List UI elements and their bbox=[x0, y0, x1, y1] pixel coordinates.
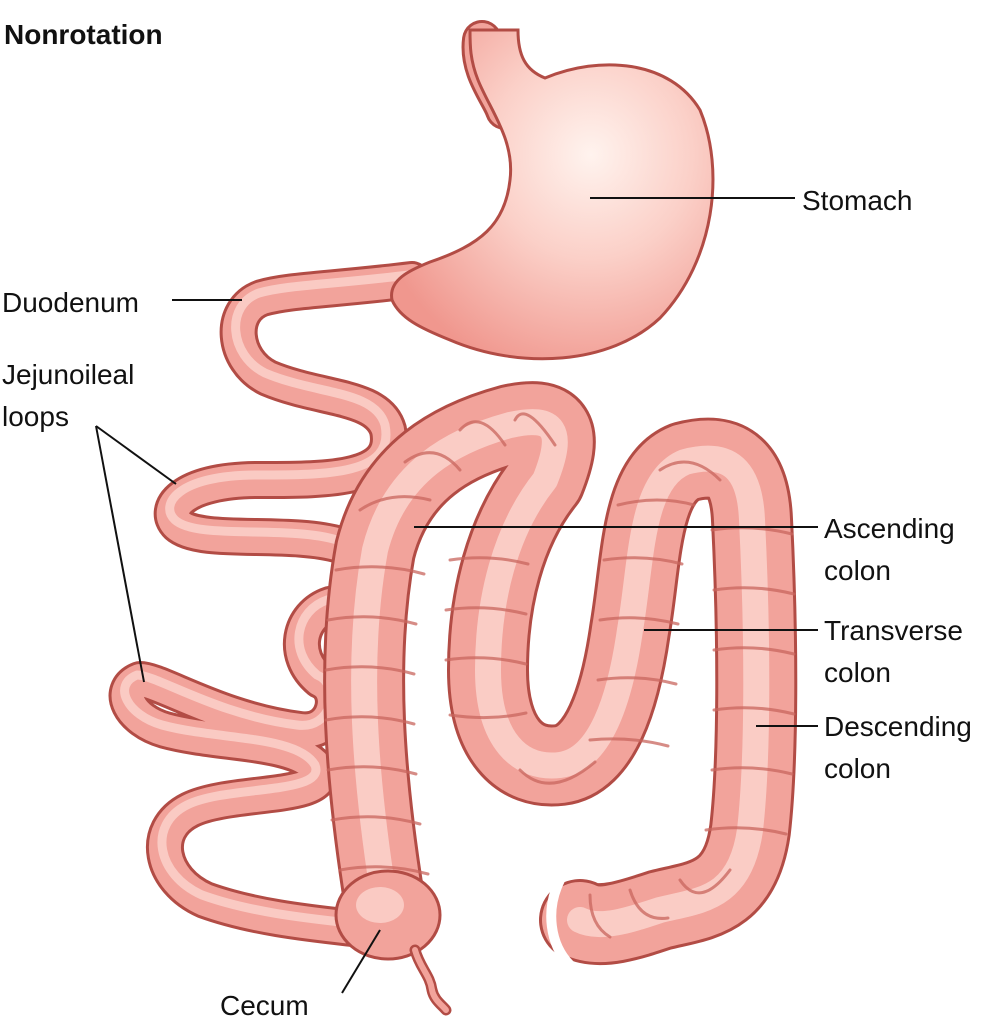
label-duodenum: Duodenum bbox=[2, 287, 139, 318]
label-transverse-line2: colon bbox=[824, 657, 891, 688]
jejunoileal-leader-lower bbox=[95, 425, 145, 683]
labels: Stomach Duodenum Jejunoileal loops Ascen… bbox=[2, 185, 972, 1021]
label-jejunoileal-line2: loops bbox=[2, 401, 69, 432]
stomach bbox=[390, 20, 715, 361]
label-cecum: Cecum bbox=[220, 990, 309, 1021]
label-stomach: Stomach bbox=[802, 185, 913, 216]
label-descending-line2: colon bbox=[824, 753, 891, 784]
label-transverse-line1: Transverse bbox=[824, 615, 963, 646]
label-ascending-line1: Ascending bbox=[824, 513, 955, 544]
colon bbox=[323, 381, 798, 969]
label-descending-line1: Descending bbox=[824, 711, 972, 742]
jejunoileal-leader-upper bbox=[95, 425, 177, 485]
label-jejunoileal-line1: Jejunoileal bbox=[2, 359, 134, 390]
cecum-leader bbox=[341, 929, 381, 994]
cecum bbox=[334, 869, 452, 1016]
leader-lines bbox=[95, 197, 818, 994]
small-intestine bbox=[108, 261, 431, 949]
label-ascending-line2: colon bbox=[824, 555, 891, 586]
diagram-title: Nonrotation bbox=[4, 19, 163, 50]
